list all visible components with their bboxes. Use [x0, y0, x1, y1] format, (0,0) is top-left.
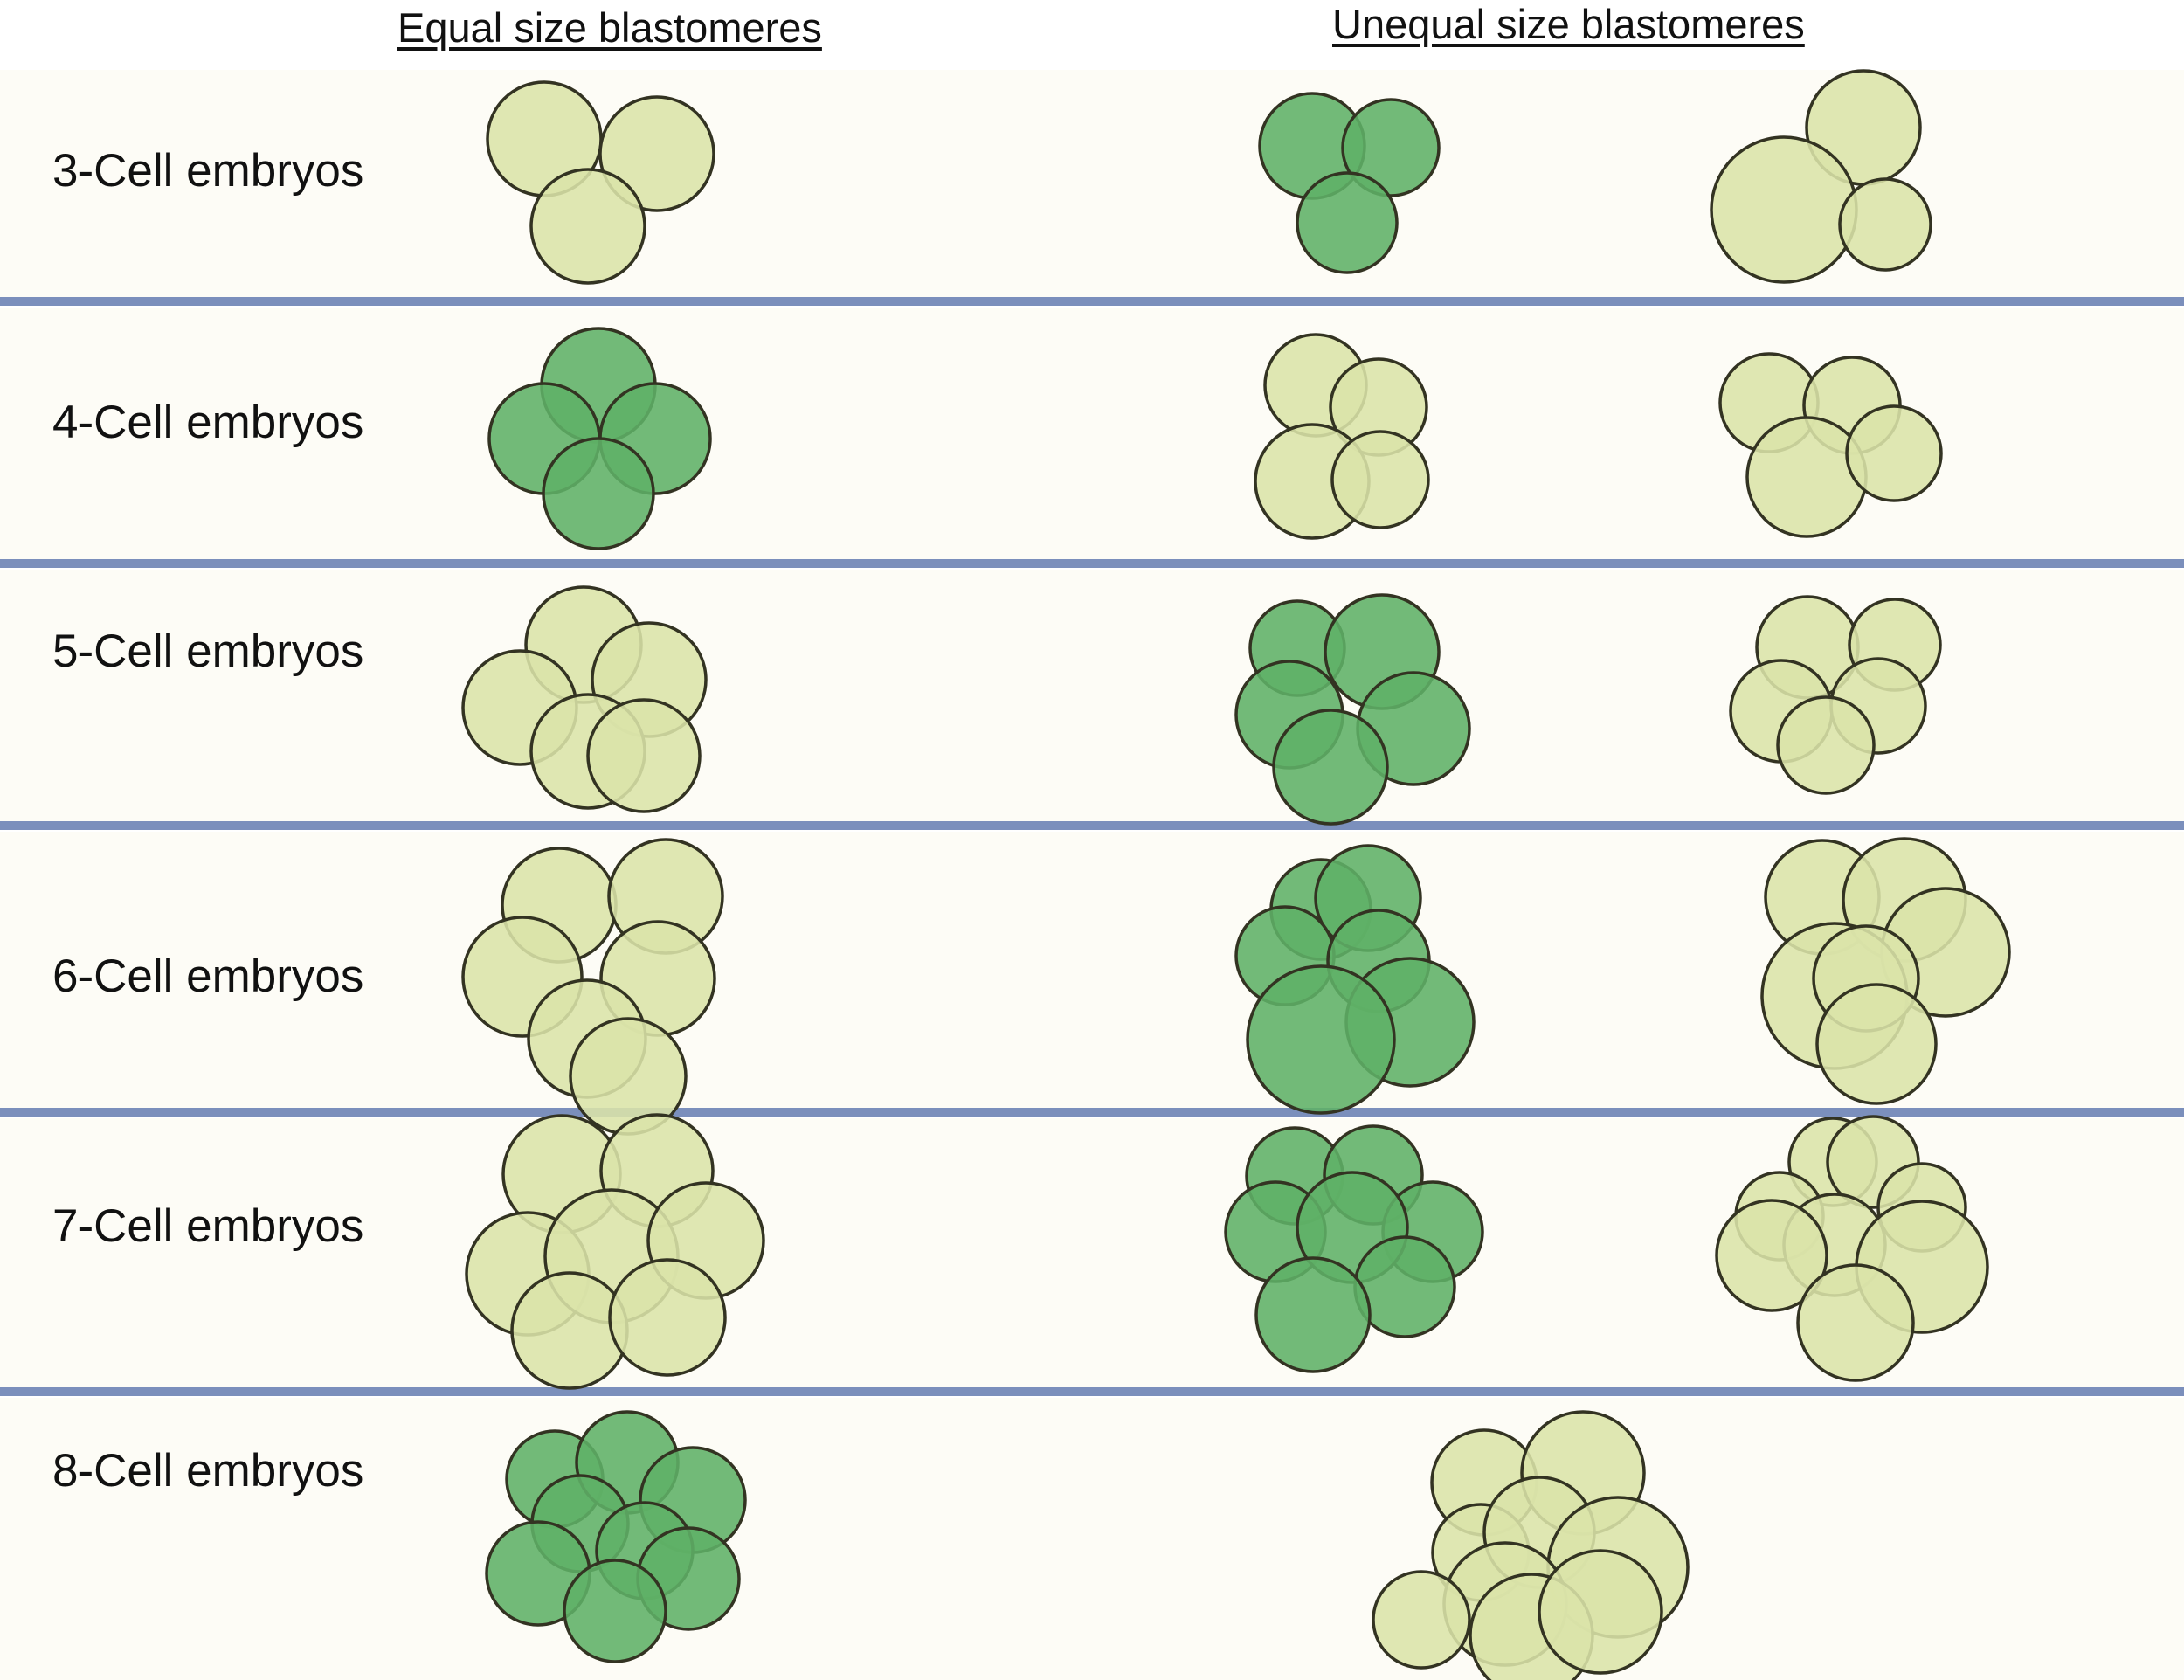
embryo-5-cell-unequal-b: [1729, 595, 1942, 795]
embryo-6-cell-equal: [461, 838, 724, 1136]
equal-size-heading: Equal size blastomeres: [397, 4, 822, 51]
blastomere-cell: [1372, 1570, 1471, 1670]
blastomere-cell: [1715, 1199, 1828, 1312]
embryo-4-cell-unequal-b: [1718, 352, 1943, 538]
embryo-6-cell-unequal-b: [1760, 837, 2011, 1105]
embryo-3-cell-equal: [486, 80, 715, 285]
blastomere-cell: [608, 1258, 727, 1377]
embryo-3-cell-unequal-a: [1258, 92, 1441, 274]
embryo-6-cell-unequal-a: [1234, 844, 1476, 1115]
unequal-size-heading: Unequal size blastomeres: [1332, 1, 1805, 47]
embryo-8-cell-equal: [485, 1410, 747, 1663]
blastomere-cell: [1796, 1263, 1915, 1382]
row-divider: [0, 559, 2184, 568]
row-band-8-cell: [0, 1398, 2184, 1680]
embryo-7-cell-equal: [465, 1113, 765, 1390]
blastomere-cell: [1330, 430, 1430, 529]
embryo-7-cell-unequal-b: [1715, 1115, 1989, 1382]
blastomere-cell: [1296, 171, 1399, 274]
blastomere-cell: [1815, 983, 1938, 1105]
row-divider: [0, 297, 2184, 306]
embryo-3-cell-unequal-b: [1710, 69, 1932, 284]
embryo-4-cell-unequal-a: [1254, 333, 1430, 540]
row-label-5-cell: 5-Cell embryos: [52, 626, 364, 677]
row-divider: [0, 821, 2184, 830]
embryo-8-cell-unequal: [1372, 1410, 1690, 1680]
blastomere-cell: [1710, 135, 1858, 284]
embryo-5-cell-equal: [461, 585, 708, 813]
row-label-3-cell: 3-Cell embryos: [52, 145, 364, 197]
blastomere-cell: [529, 168, 646, 285]
blastomere-cell: [1745, 416, 1868, 538]
row-label-6-cell: 6-Cell embryos: [52, 951, 364, 1002]
row-label-8-cell: 8-Cell embryos: [52, 1445, 364, 1497]
blastomere-cell: [586, 698, 702, 813]
blastomere-cell: [1272, 709, 1389, 826]
blastomere-cell: [1776, 695, 1876, 795]
blastomere-cell: [1838, 177, 1932, 272]
row-divider: [0, 1108, 2184, 1117]
blastomere-cell: [1246, 964, 1396, 1115]
blastomere-cell: [1538, 1549, 1663, 1675]
blastomere-cell: [542, 437, 655, 550]
row-divider: [0, 1387, 2184, 1396]
blastomere-cell: [598, 95, 715, 212]
embryo-4-cell-equal: [487, 327, 712, 550]
blastomere-cell: [1254, 1256, 1372, 1373]
blastomere-cell: [1845, 404, 1943, 502]
embryo-5-cell-unequal-a: [1234, 593, 1471, 826]
row-label-7-cell: 7-Cell embryos: [52, 1200, 364, 1252]
embryo-7-cell-unequal-a: [1224, 1124, 1484, 1373]
blastomere-cell: [1341, 98, 1441, 197]
blastomere-cell: [563, 1559, 667, 1663]
row-label-4-cell: 4-Cell embryos: [52, 397, 364, 448]
